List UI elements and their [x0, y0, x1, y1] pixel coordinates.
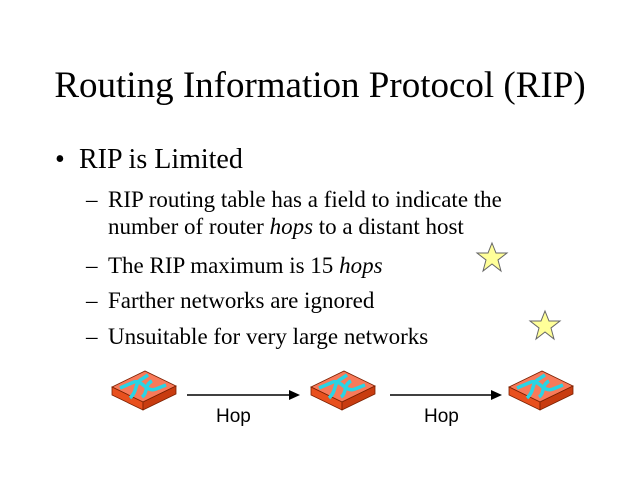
hop-label-1: Hop — [216, 406, 251, 427]
router-icon — [309, 369, 377, 412]
subitem-text: Farther networks are ignored — [108, 288, 375, 313]
emphasis: hops — [339, 253, 383, 278]
emphasis: hops — [269, 214, 314, 239]
slide-title: Routing Information Protocol (RIP) — [54, 65, 586, 106]
subitem-routing-table: –RIP routing table has a field to indica… — [86, 187, 502, 239]
subitem-text: Unsuitable for very large networks — [108, 324, 429, 349]
hop-label-2: Hop — [424, 406, 459, 427]
subitem-unsuitable: –Unsuitable for very large networks — [86, 324, 429, 349]
subitem-text: RIP routing table has a field to indicat… — [108, 187, 502, 212]
subitem-text: to a distant host — [313, 214, 464, 239]
subitem-farther-networks: –Farther networks are ignored — [86, 288, 375, 313]
arrow-2 — [390, 390, 502, 400]
subitem-text: The RIP maximum is 15 — [108, 253, 340, 278]
arrow-1 — [187, 390, 300, 400]
star-icon — [529, 310, 561, 340]
star-icon — [476, 242, 508, 272]
router-icon — [110, 369, 178, 412]
bullet-rip-limited: •RIP is Limited — [55, 144, 243, 175]
subitem-max-hops: –The RIP maximum is 15 hops — [86, 253, 383, 278]
bullet-text: RIP is Limited — [79, 144, 243, 175]
router-icon — [507, 369, 575, 412]
subitem-text: number of router — [108, 214, 270, 239]
